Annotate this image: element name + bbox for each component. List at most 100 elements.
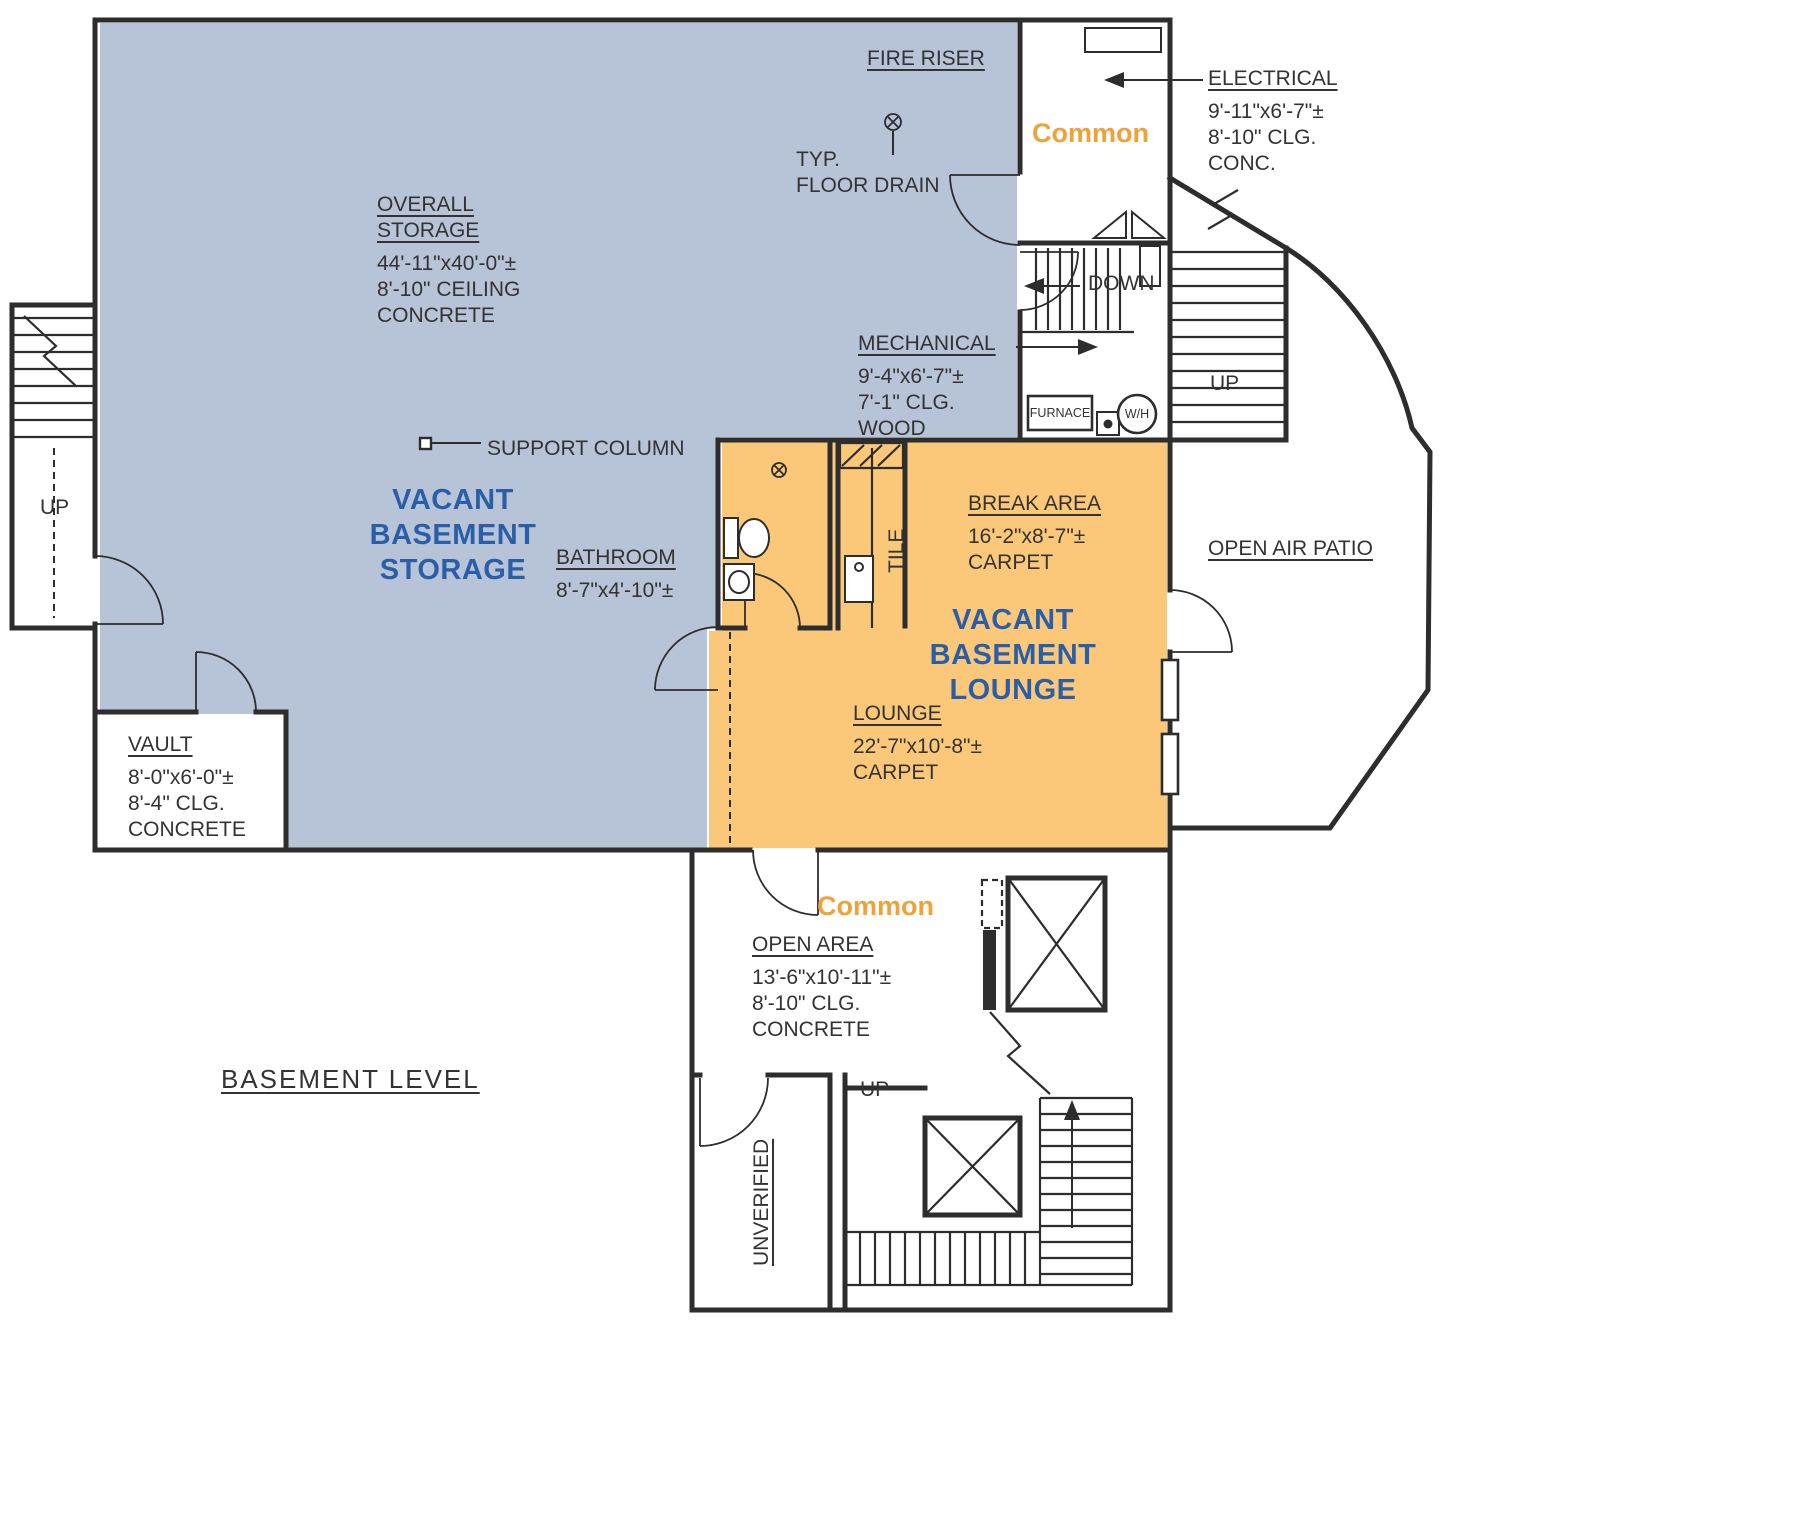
area-fills (100, 23, 1167, 849)
door-mechanical (1019, 251, 1079, 311)
down-arrowhead (1024, 278, 1044, 294)
mechanical-label-block: MECHANICAL 9'-4"x6'-7"± 7'-1" CLG. WOOD (858, 331, 996, 442)
dashed-lines (53, 448, 1004, 1010)
tile-hatch (838, 441, 905, 470)
wall-vault (94, 709, 289, 853)
electrical-dims: 9'-11"x6'-7"± (1208, 100, 1324, 123)
mech-duct (1139, 245, 1161, 287)
stairs-right-treads (1172, 250, 1286, 424)
mechanical-floor: WOOD (858, 417, 926, 440)
stairs-left-treads (12, 316, 95, 439)
toilet-bowl-icon (738, 518, 770, 558)
open-area-label-block: OPEN AREA 13'-6"x10'-11"± 8'-10" CLG. CO… (752, 932, 891, 1043)
overall-storage-label-block: OVERALL STORAGE 44'-11"x40'-0"± 8'-10" C… (377, 192, 520, 329)
furnace-label: FURNACE (1029, 406, 1091, 420)
wall-stub (983, 930, 996, 1010)
vault-label-block: VAULT 8'-0"x6'-0"± 8'-4" CLG. CONCRETE (128, 732, 246, 843)
electrical-ceiling: 8'-10" CLG. (1208, 126, 1317, 149)
furnace-box (1026, 394, 1094, 432)
bathroom-name: BATHROOM (556, 546, 676, 569)
electrical-arrowhead (1104, 72, 1124, 88)
break-marks (23, 189, 1239, 1095)
bathroom-label-block: BATHROOM 8'-7"x4'-10"± (556, 545, 676, 604)
mechanical-name: MECHANICAL (858, 332, 996, 355)
bathroom-drain-icon (771, 462, 787, 478)
floor-drain-line-2: FLOOR DRAIN (796, 174, 940, 197)
wall-bathroom (715, 437, 833, 631)
door-lounge-patio (1169, 589, 1233, 653)
bathroom-drain-x (773, 464, 785, 476)
stairs-left-enclosure (9, 302, 98, 631)
vault-dims: 8'-0"x6'-0"± (128, 766, 234, 789)
break-mark-left-stairs (23, 315, 77, 387)
common-bottom-label: Common (817, 891, 934, 921)
vacant-lounge-line-1: VACANT (952, 604, 1074, 636)
leaders-arrows (432, 72, 1203, 1228)
support-column-icon (418, 436, 433, 451)
floor-drains (771, 113, 902, 478)
open-area-ceiling: 8'-10" CLG. (752, 992, 861, 1015)
elevator-x-marks (924, 877, 1106, 1216)
break-area-name: BREAK AREA (968, 492, 1102, 515)
toilet-tank-icon (723, 517, 739, 559)
elevator-lobby-dashed (980, 878, 1004, 930)
down-label: DOWN (1088, 272, 1155, 295)
patio-outline (1171, 244, 1433, 831)
door-lounge-openarea (752, 849, 819, 916)
water-heater-circle (1116, 393, 1158, 435)
wall-tile (835, 437, 908, 631)
break-mark-right-stairs (1207, 189, 1239, 230)
furnace-aux-dot (1103, 419, 1113, 429)
support-column-label: SUPPORT COLUMN (487, 437, 685, 460)
vacant-storage-label: VACANT BASEMENT STORAGE (308, 483, 598, 588)
unverified-label: UNVERIFIED (750, 1138, 773, 1266)
open-area-floor: CONCRETE (752, 1018, 870, 1041)
floor-drain-icon (884, 113, 902, 131)
elevator-2-x (924, 1117, 1021, 1216)
elevator-1-x (1007, 877, 1106, 1011)
door-vault (195, 651, 257, 713)
stairs-bottom-lower-flight (845, 1230, 1132, 1287)
vacant-storage-line-3: STORAGE (379, 554, 527, 586)
tile-label: TILE (885, 528, 908, 573)
electrical-shelf (1084, 27, 1162, 53)
door-unverified (699, 1077, 769, 1147)
up-arrowhead (1064, 1100, 1080, 1120)
break-area-floor: CARPET (968, 551, 1054, 574)
patio-door-frame-2 (1160, 732, 1180, 796)
bathroom-dims: 8'-7"x4'-10"± (556, 579, 674, 602)
electrical-name: ELECTRICAL (1208, 67, 1338, 90)
vacant-storage-line-1: VACANT (392, 484, 514, 516)
break-mark-bottom-stairs (989, 1011, 1051, 1095)
floor-drain-label: TYP. FLOOR DRAIN (796, 147, 940, 199)
vacant-lounge-label: VACANT BASEMENT LOUNGE (868, 603, 1158, 708)
bifold-door-left-icon (1091, 209, 1127, 239)
open-area-name: OPEN AREA (752, 933, 874, 956)
lounge-area-fill (709, 438, 1167, 848)
mechanical-dims: 9'-4"x6'-7"± (858, 365, 964, 388)
water-heater-label: W/H (1124, 407, 1150, 421)
mechanical-ceiling: 7'-1" CLG. (858, 391, 955, 414)
up-right-label: UP (1210, 372, 1240, 395)
storage-area-fill (100, 23, 1017, 849)
overall-storage-name-2: STORAGE (377, 219, 480, 242)
floor-drain-line-1: TYP. (796, 148, 840, 171)
open-air-patio-label: OPEN AIR PATIO (1208, 537, 1373, 560)
bathroom-sink-basin (728, 570, 750, 594)
lounge-floor: CARPET (853, 761, 939, 784)
vacant-lounge-line-3: LOUNGE (949, 674, 1077, 706)
fire-riser-label: FIRE RISER (867, 47, 985, 70)
lounge-name: LOUNGE (853, 702, 942, 725)
bifold-door-right-icon (1131, 209, 1167, 239)
overall-storage-ceiling: 8'-10" CEILING (377, 278, 521, 301)
open-area-dims: 13'-6"x10'-11"± (752, 966, 892, 989)
page-title: BASEMENT LEVEL (221, 1064, 480, 1094)
electrical-label-block: ELECTRICAL 9'-11"x6'-7"± 8'-10" CLG. CON… (1208, 66, 1338, 177)
overall-storage-dims: 44'-11"x40'-0"± (377, 252, 517, 275)
kitchen-sink-drain (854, 562, 864, 572)
wall-bottom-section (689, 847, 1173, 1313)
electrical-floor: CONC. (1208, 152, 1276, 175)
common-top-label: Common (1032, 118, 1149, 148)
